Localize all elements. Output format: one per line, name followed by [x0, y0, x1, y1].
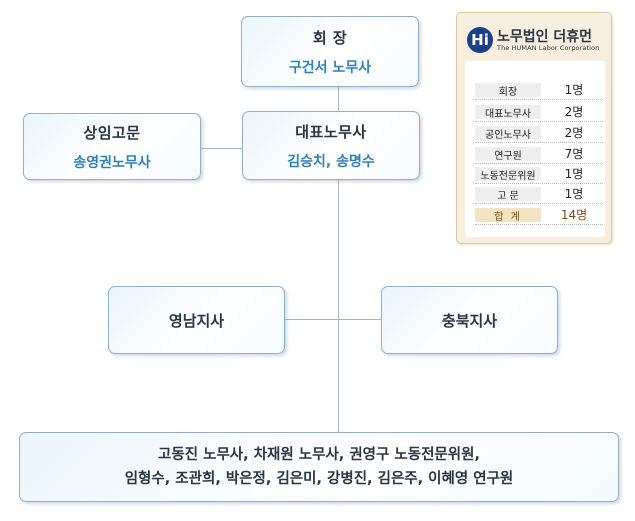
branch-chungbuk-node: 충북지사	[381, 286, 558, 354]
row-divider	[475, 142, 603, 143]
connector-president-representative	[338, 87, 339, 111]
representative-node: 대표노무사 김승치, 송명수	[242, 111, 420, 180]
row-divider	[475, 163, 603, 164]
count-value: 7명	[564, 147, 584, 161]
count-row: 연구원 7명	[473, 146, 607, 164]
total-row: 합 계 14명	[473, 207, 607, 225]
representative-title: 대표노무사	[295, 122, 367, 141]
company-logo: Hi 노무법인 더휴먼 The HUMAN Labor Corporation	[467, 25, 607, 57]
row-divider	[475, 121, 603, 122]
president-node: 회 장 구건서 노무사	[241, 16, 419, 87]
count-row: 고 문 1명	[473, 186, 607, 204]
count-row: 대표노무사 2명	[473, 104, 607, 122]
count-row: 공인노무사 2명	[473, 125, 607, 143]
total-value: 14명	[560, 208, 588, 222]
count-label: 공인노무사	[475, 126, 541, 141]
count-value: 1명	[564, 83, 584, 97]
advisor-node: 상임고문 송영권노무사	[23, 113, 201, 180]
count-value: 1명	[564, 187, 584, 201]
advisor-name: 송영권노무사	[73, 154, 151, 171]
advisor-title: 상임고문	[83, 123, 141, 142]
connector-main-trunk	[338, 180, 339, 432]
count-value: 1명	[564, 167, 584, 181]
count-value: 2명	[564, 105, 584, 119]
count-label: 노동전문위원	[475, 167, 541, 182]
branch-yeongnam-title: 영남지사	[168, 311, 225, 330]
count-label: 연구원	[475, 147, 541, 162]
staff-node: 고동진 노무사, 차재원 노무사, 권영구 노동전문위원, 임형수, 조관희, …	[19, 432, 619, 502]
count-label: 회장	[475, 83, 541, 98]
staff-line-2: 임형수, 조관희, 박은정, 김은미, 강병진, 김은주, 이혜영 연구원	[124, 471, 514, 487]
branch-yeongnam-node: 영남지사	[108, 286, 285, 354]
count-row: 회장 1명	[473, 82, 607, 100]
row-divider	[475, 203, 603, 204]
count-label: 대표노무사	[475, 105, 541, 120]
logo-mark-icon: Hi	[467, 27, 493, 53]
connector-advisor-representative	[164, 148, 242, 149]
connector-branches	[284, 319, 382, 320]
staff-count-panel: Hi 노무법인 더휴먼 The HUMAN Labor Corporation …	[456, 12, 612, 244]
count-value: 2명	[564, 126, 584, 140]
count-row: 노동전문위원 1명	[473, 166, 607, 184]
count-label: 고 문	[475, 187, 541, 202]
logo-subtitle: The HUMAN Labor Corporation	[497, 44, 600, 52]
row-divider	[475, 99, 603, 100]
representative-name: 김승치, 송명수	[287, 153, 375, 170]
branch-chungbuk-title: 충북지사	[441, 311, 498, 330]
president-name: 구건서 노무사	[288, 59, 372, 76]
staff-line-1: 고동진 노무사, 차재원 노무사, 권영구 노동전문위원,	[158, 447, 480, 463]
president-title: 회 장	[312, 28, 348, 47]
total-label: 합 계	[475, 208, 541, 223]
row-divider	[475, 224, 603, 225]
row-divider	[475, 183, 603, 184]
logo-name: 노무법인 더휴먼	[497, 29, 593, 45]
